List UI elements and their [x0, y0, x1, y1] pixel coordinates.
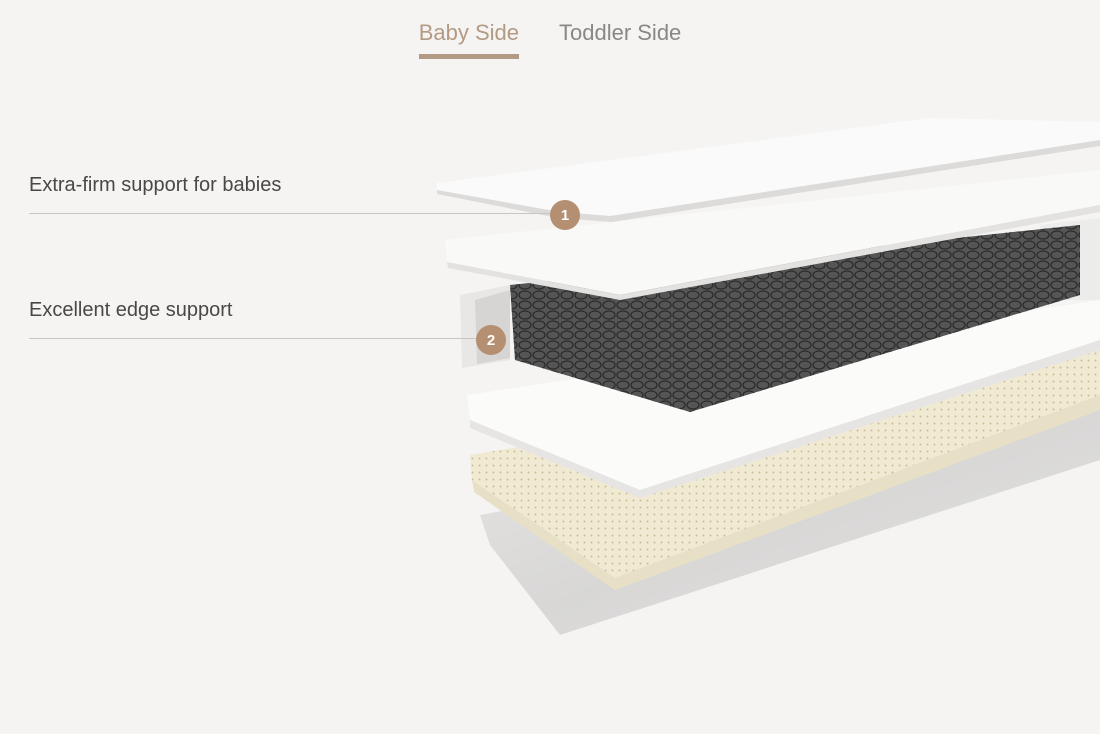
middle-foam-layer — [445, 170, 1100, 300]
lower-foam-layer — [467, 300, 1100, 498]
feature-2: Excellent edge support — [29, 299, 232, 322]
feature-marker-1[interactable]: 1 — [550, 200, 580, 230]
tab-baby-side[interactable]: Baby Side — [418, 20, 520, 59]
feature-marker-2[interactable]: 2 — [476, 325, 506, 355]
feature-label: Extra-firm support for babies — [29, 174, 282, 196]
feature-1: Extra-firm support for babies — [29, 174, 281, 197]
side-tabs: Baby Side Toddler Side — [0, 20, 1100, 59]
tab-toddler-side[interactable]: Toddler Side — [558, 20, 682, 45]
feature-1-line — [29, 213, 554, 214]
feature-2-line — [29, 338, 479, 339]
latex-layer — [470, 350, 1100, 590]
top-layer — [437, 118, 1100, 222]
feature-label: Excellent edge support — [29, 299, 233, 321]
